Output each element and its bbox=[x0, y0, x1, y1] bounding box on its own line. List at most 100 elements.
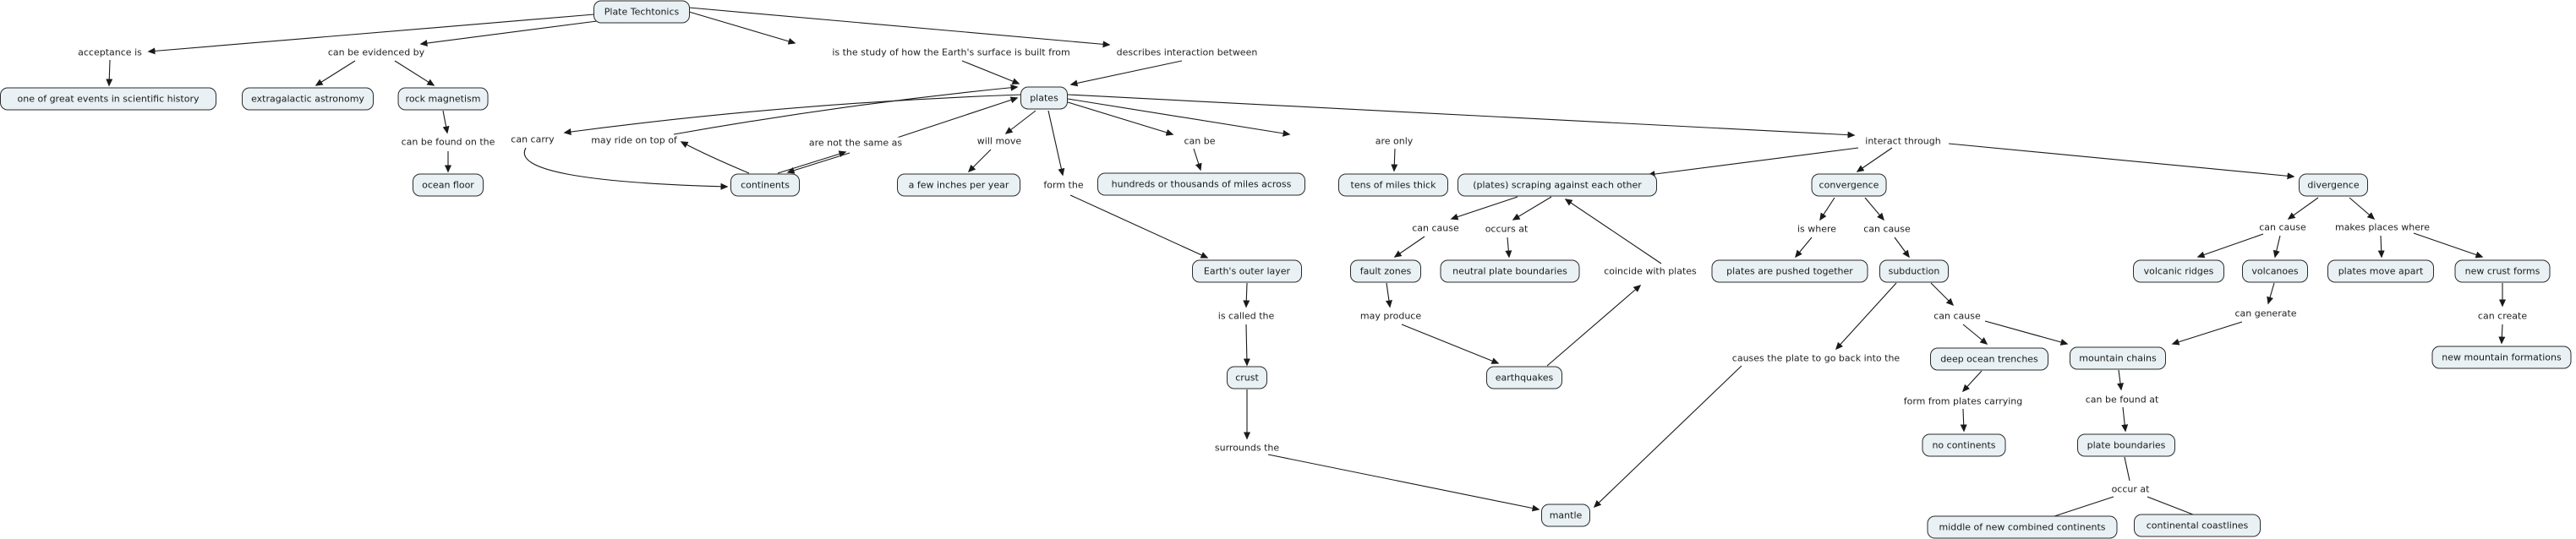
edge-line bbox=[1961, 370, 1983, 393]
edge-line bbox=[2054, 496, 2114, 517]
edge-label-describes-interaction[interactable]: describes interaction between bbox=[1114, 46, 1260, 58]
edge-line bbox=[1067, 101, 1174, 136]
node-crust[interactable]: crust bbox=[1227, 366, 1267, 389]
node-volcanoes[interactable]: volcanoes bbox=[2242, 259, 2308, 283]
node-hundreds-miles[interactable]: hundreds or thousands of miles across bbox=[1097, 172, 1305, 196]
node-plates-move-apart[interactable]: plates move apart bbox=[2327, 259, 2434, 283]
node-divergence[interactable]: divergence bbox=[2299, 173, 2368, 197]
edge-line bbox=[1067, 98, 1291, 137]
edge-line bbox=[2272, 235, 2281, 259]
edge-label-are-not-same[interactable]: are not the same as bbox=[807, 137, 905, 149]
node-no-continents[interactable]: no continents bbox=[1922, 433, 2006, 457]
edge-line bbox=[688, 11, 796, 45]
node-ocean-floor[interactable]: ocean floor bbox=[413, 173, 484, 197]
edge-label-can-cause-4[interactable]: can cause bbox=[1932, 310, 1983, 322]
edge-line bbox=[777, 150, 847, 174]
edge-line bbox=[419, 20, 598, 47]
edge-line bbox=[2267, 282, 2275, 305]
edge-line bbox=[1391, 148, 1398, 172]
edge-label-evidenced-by[interactable]: can be evidenced by bbox=[325, 46, 427, 58]
edge-label-coincide[interactable]: coincide with plates bbox=[1602, 265, 1698, 277]
node-subduction[interactable]: subduction bbox=[1879, 259, 1949, 283]
edge-label-makes-places[interactable]: makes places where bbox=[2333, 221, 2432, 233]
node-great-events[interactable]: one of great events in scientific histor… bbox=[0, 87, 216, 111]
edge-line bbox=[1930, 282, 1955, 307]
edge-label-can-cause-2[interactable]: can cause bbox=[1862, 223, 1912, 235]
node-plate-tectonics[interactable]: Plate Techtonics bbox=[593, 0, 690, 24]
edge-line bbox=[1795, 237, 1813, 259]
node-earths-outer-layer[interactable]: Earth's outer layer bbox=[1192, 259, 1302, 283]
edge-label-form-the[interactable]: form the bbox=[1042, 179, 1086, 191]
edge-line bbox=[1243, 282, 1250, 308]
node-fault-zones[interactable]: fault zones bbox=[1350, 259, 1421, 283]
node-deep-ocean-trenches[interactable]: deep ocean trenches bbox=[1930, 347, 2048, 371]
edge-label-occurs-at[interactable]: occurs at bbox=[1483, 223, 1530, 235]
node-volcanic-ridges[interactable]: volcanic ridges bbox=[2133, 259, 2224, 283]
edge-label-is-called-the[interactable]: is called the bbox=[1216, 310, 1277, 322]
node-mantle[interactable]: mantle bbox=[1541, 504, 1590, 527]
edge-label-found-at[interactable]: can be found at bbox=[2083, 394, 2161, 406]
node-continental-coastlines[interactable]: continental coastlines bbox=[2134, 514, 2261, 537]
edge-line bbox=[786, 152, 850, 174]
edge-line bbox=[1864, 197, 1884, 221]
edge-line bbox=[1546, 285, 1642, 367]
edge-line bbox=[314, 60, 356, 86]
edge-line bbox=[2121, 406, 2129, 433]
edge-label-interact-through[interactable]: interact through bbox=[1863, 135, 1943, 147]
node-plate-boundaries[interactable]: plate boundaries bbox=[2077, 433, 2175, 457]
edge-label-can-cause-1[interactable]: can cause bbox=[1410, 222, 1461, 234]
edge-line bbox=[1856, 147, 1893, 172]
node-scraping[interactable]: (plates) scraping against each other bbox=[1458, 173, 1657, 197]
node-new-crust-forms[interactable]: new crust forms bbox=[2454, 259, 2551, 283]
edge-label-form-from[interactable]: form from plates carrying bbox=[1901, 395, 2025, 407]
node-new-mountain-formations[interactable]: new mountain formations bbox=[2431, 346, 2572, 369]
edge-label-can-be[interactable]: can be bbox=[1182, 135, 1217, 147]
edge-label-occur-at[interactable]: occur at bbox=[2109, 483, 2152, 495]
edge-label-surrounds-the[interactable]: surrounds the bbox=[1212, 442, 1282, 454]
edge-line bbox=[1819, 197, 1835, 221]
edge-line bbox=[2117, 369, 2124, 391]
edge-line bbox=[1984, 320, 2069, 346]
node-rock-magnetism[interactable]: rock magnetism bbox=[397, 87, 489, 111]
edge-label-can-cause-3[interactable]: can cause bbox=[2257, 221, 2308, 233]
edge-label-will-move[interactable]: will move bbox=[975, 135, 1024, 147]
edge-line bbox=[394, 60, 435, 86]
edge-line bbox=[1193, 148, 1202, 172]
edge-label-may-ride[interactable]: may ride on top of bbox=[589, 134, 679, 146]
node-few-inches[interactable]: a few inches per year bbox=[897, 173, 1020, 197]
edge-label-can-carry[interactable]: can carry bbox=[509, 133, 556, 145]
edge-label-can-generate[interactable]: can generate bbox=[2233, 308, 2299, 319]
node-mountain-chains[interactable]: mountain chains bbox=[2070, 346, 2166, 370]
edge-line bbox=[1505, 237, 1512, 259]
edge-label-are-only[interactable]: are only bbox=[1373, 135, 1415, 147]
edge-line bbox=[673, 84, 1019, 135]
node-earthquakes[interactable]: earthquakes bbox=[1486, 366, 1562, 389]
edge-line bbox=[1267, 454, 1540, 512]
edge-line bbox=[1647, 147, 1859, 178]
edge-label-acceptance-is[interactable]: acceptance is bbox=[76, 46, 144, 58]
edge-label-can-create[interactable]: can create bbox=[2475, 310, 2530, 322]
node-continents[interactable]: continents bbox=[730, 173, 800, 197]
node-pushed-together[interactable]: plates are pushed together bbox=[1711, 259, 1868, 283]
edge-label-causes-back[interactable]: causes the plate to go back into the bbox=[1730, 352, 1902, 364]
edge-line bbox=[106, 59, 113, 87]
edge-label-is-the-study[interactable]: is the study of how the Earth's surface … bbox=[830, 46, 1072, 58]
node-plates[interactable]: plates bbox=[1020, 86, 1068, 110]
edge-label-is-where[interactable]: is where bbox=[1795, 223, 1839, 235]
node-extragalactic[interactable]: extragalactic astronomy bbox=[242, 87, 374, 111]
node-middle-combined[interactable]: middle of new combined continents bbox=[1927, 515, 2118, 539]
edge-line bbox=[1894, 237, 1910, 259]
node-convergence[interactable]: convergence bbox=[1811, 173, 1887, 197]
edge-line bbox=[1960, 408, 1967, 433]
edge-line bbox=[1450, 196, 1518, 220]
edge-line bbox=[688, 7, 1111, 48]
edge-label-may-produce[interactable]: may produce bbox=[1358, 310, 1424, 322]
edge-line bbox=[442, 110, 450, 134]
edge-line bbox=[891, 96, 1019, 140]
edge-line bbox=[1069, 194, 1209, 259]
node-tens-thick[interactable]: tens of miles thick bbox=[1338, 173, 1448, 197]
node-neutral-boundaries[interactable]: neutral plate boundaries bbox=[1440, 259, 1580, 283]
edge-line bbox=[1047, 110, 1065, 177]
edge-label-found-on-the[interactable]: can be found on the bbox=[399, 136, 497, 148]
edge-line bbox=[1067, 94, 1856, 139]
